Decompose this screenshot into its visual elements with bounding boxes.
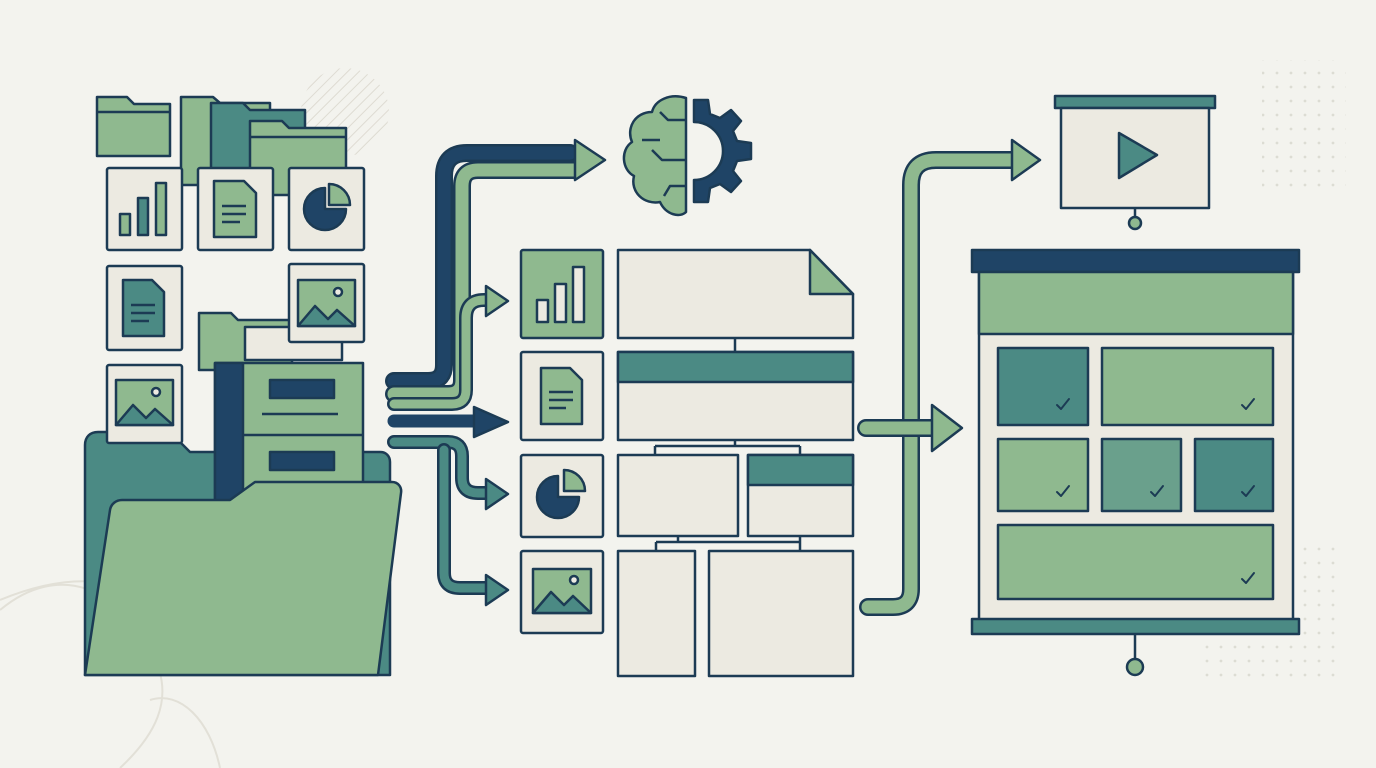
bar-chart-icon [519, 248, 605, 340]
board-tile [1100, 346, 1275, 427]
content-block [616, 453, 740, 538]
pie-chart-icon [519, 453, 605, 539]
document-icon [105, 264, 184, 352]
bar-chart-icon [105, 166, 184, 252]
image-icon [519, 549, 605, 635]
play-icon [1117, 131, 1159, 180]
board-tile [996, 346, 1090, 427]
content-block [616, 549, 697, 678]
flow-arrows-left [385, 138, 607, 607]
presentation-screen [1053, 94, 1217, 231]
document-icon [519, 350, 605, 442]
header-block [616, 350, 855, 442]
pie-chart-icon [287, 166, 366, 252]
brain-gear-icon [622, 95, 753, 217]
folder-icon [95, 95, 172, 158]
document-block [616, 248, 855, 340]
source-files [83, 95, 403, 677]
content-block [707, 549, 855, 678]
open-folder-icon [83, 361, 403, 677]
flow-arrows-right [857, 138, 1042, 616]
presentation-board [970, 248, 1301, 677]
template-layout [616, 248, 855, 678]
content-block [746, 453, 855, 538]
image-icon [105, 363, 184, 445]
board-tile [996, 437, 1090, 513]
board-tile [1100, 437, 1183, 513]
board-tile [996, 523, 1275, 601]
document-icon [196, 166, 275, 252]
board-tile [1193, 437, 1275, 513]
content-type-tiles [519, 248, 605, 635]
image-icon [287, 262, 366, 344]
